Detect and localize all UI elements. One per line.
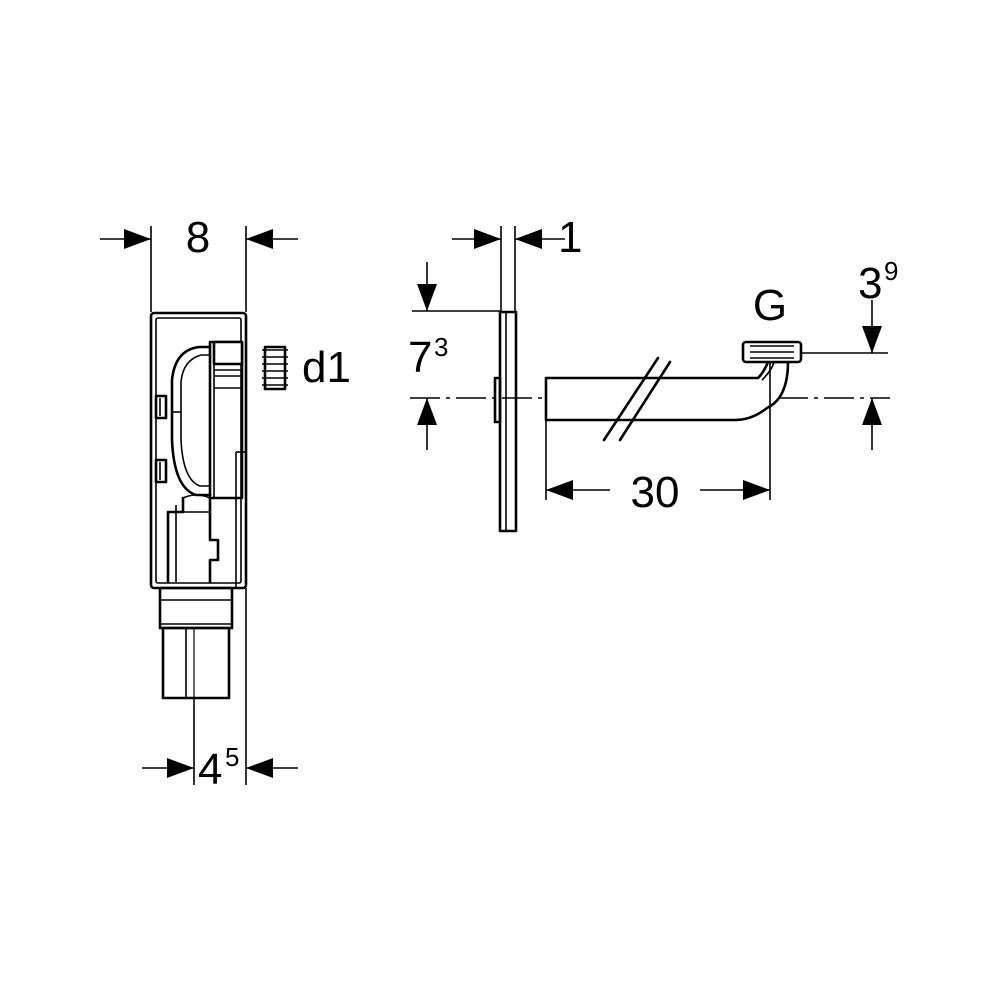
- arrow-right-icon: [124, 229, 151, 249]
- dimension-30-label: 30: [631, 468, 680, 517]
- arrow-up-icon: [417, 398, 437, 425]
- dimension-bottom-value: 4: [198, 745, 222, 794]
- drain-pipe-side-view: [544, 340, 803, 500]
- dimension-1-label: 1: [558, 213, 582, 262]
- dimension-bottom-exponent: 5: [225, 742, 239, 772]
- dimension-plate-1: 1: [452, 213, 582, 262]
- arrow-left-icon: [246, 758, 273, 778]
- dimension-outlet-height: 3 9: [801, 256, 898, 450]
- dimension-3-value: 3: [858, 259, 882, 308]
- siphon-box-front-view: [149, 226, 288, 785]
- arrow-down-icon: [862, 326, 882, 353]
- arrow-up-icon: [862, 398, 882, 425]
- dimension-pipe-length: 30: [545, 420, 770, 517]
- arrow-left-icon: [515, 229, 542, 249]
- dimension-offset-height: 7 3: [408, 262, 500, 450]
- dimension-7-exponent: 3: [434, 332, 448, 362]
- thread-label: G: [753, 281, 787, 330]
- diameter-label: d1: [302, 343, 351, 392]
- arrow-right-icon: [474, 229, 501, 249]
- dimension-7-value: 7: [408, 333, 432, 382]
- thread-nut-icon: [262, 345, 288, 391]
- arrow-right-icon: [743, 480, 770, 500]
- dimension-3-exponent: 9: [884, 256, 898, 286]
- arrow-right-icon: [167, 758, 194, 778]
- wall-plate-side-view: [493, 226, 518, 533]
- arrow-left-icon: [246, 229, 273, 249]
- arrow-down-icon: [417, 284, 437, 311]
- dimension-bottom-offset: 4 5: [142, 742, 298, 794]
- arrow-left-icon: [546, 480, 573, 500]
- dimension-width-8: 8: [100, 213, 298, 262]
- dimension-8-label: 8: [186, 213, 210, 262]
